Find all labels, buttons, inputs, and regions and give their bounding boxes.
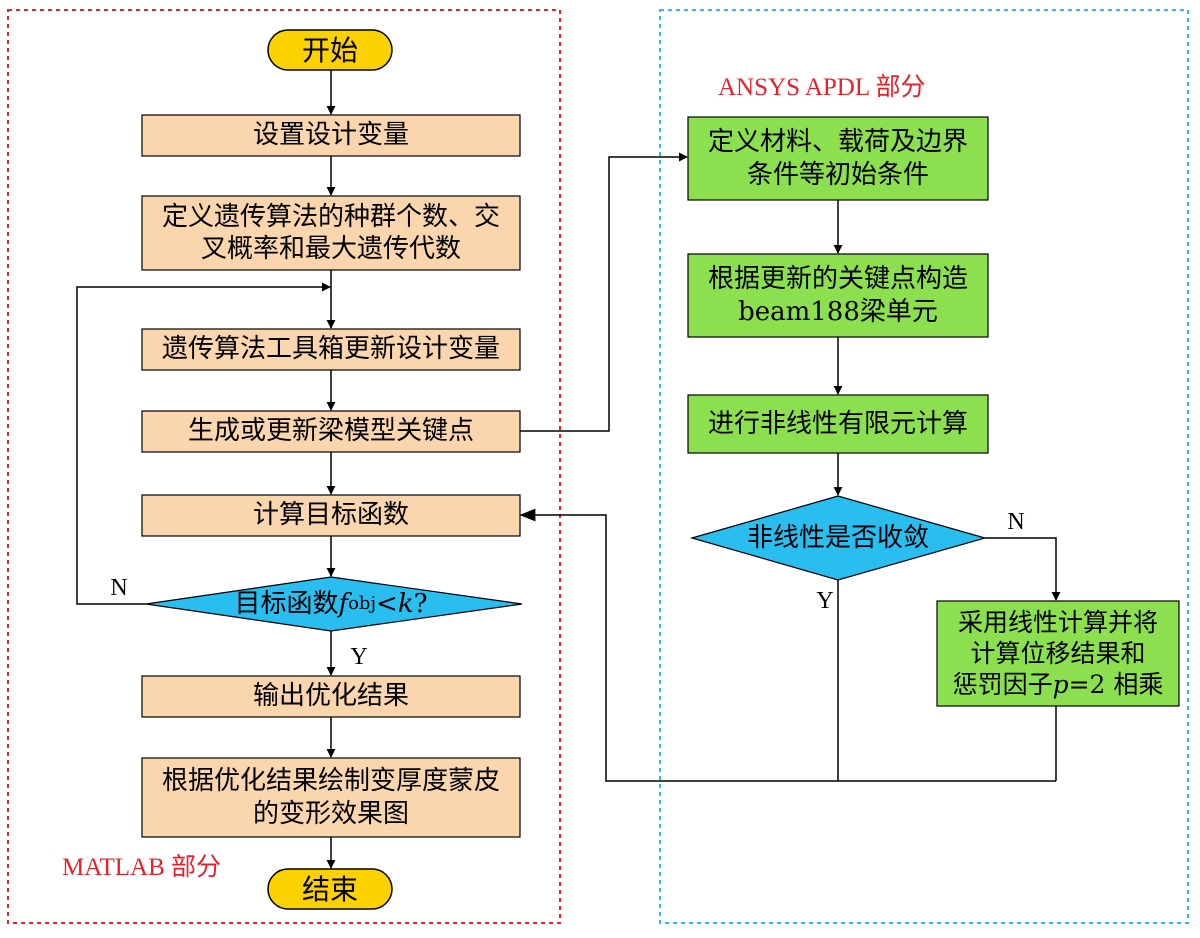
nonlinear-fe-box [687, 394, 989, 454]
plot-box [141, 757, 521, 838]
compute-obj-box [141, 494, 521, 537]
arrow-return-to-compute-obj [519, 508, 1056, 782]
start-terminal [267, 29, 393, 71]
apdl-section-border [659, 9, 1189, 924]
define-ga-box [141, 195, 521, 271]
arrow-no-loop-back [76, 282, 331, 605]
converge-decision-diamond [689, 495, 988, 581]
set-vars-box [141, 114, 521, 157]
matlab-section-border [7, 9, 561, 924]
objective-decision-diamond [145, 576, 523, 632]
output-box [141, 675, 521, 718]
arrow-keypoints-to-apdl [520, 152, 688, 432]
gen-keypoints-box [141, 410, 521, 453]
fallback-box [936, 600, 1180, 707]
arrow-no-to-fallback [985, 537, 1061, 601]
build-beam-box [687, 253, 989, 338]
define-material-box [687, 116, 989, 201]
end-terminal [267, 868, 393, 910]
update-vars-box [141, 328, 521, 371]
